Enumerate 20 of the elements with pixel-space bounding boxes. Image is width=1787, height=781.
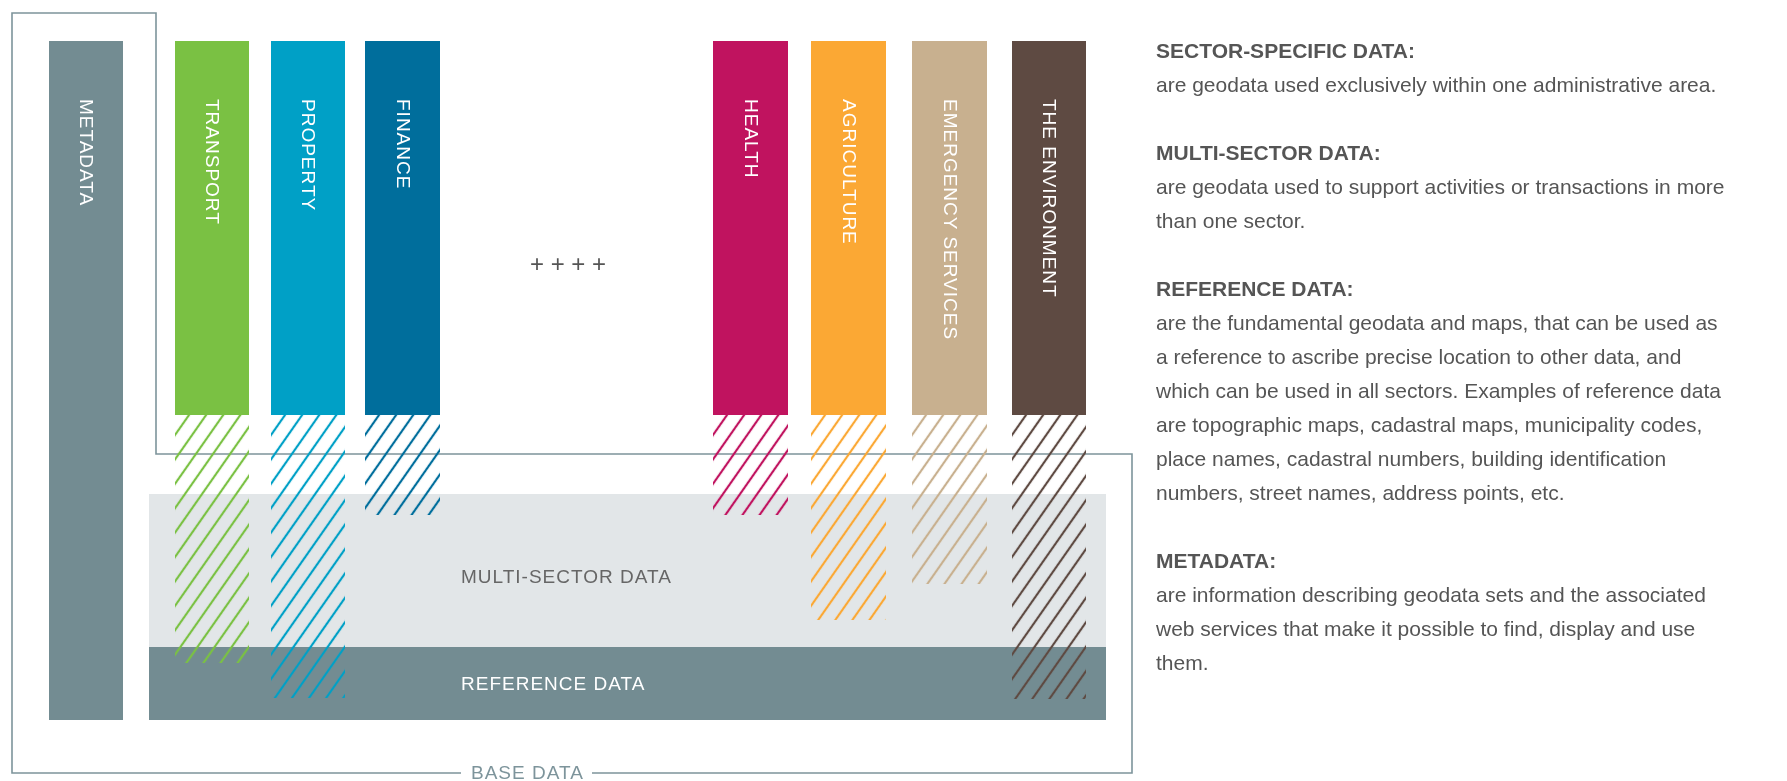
definition-heading: SECTOR-SPECIFIC DATA:: [1156, 38, 1416, 64]
definition-text: are information describing geodata sets and the associated web services that make it possible to find, display and use them.: [1156, 582, 1707, 676]
bar-label: THE ENVIRONMENT: [1038, 99, 1060, 298]
definition-heading: REFERENCE DATA:: [1156, 276, 1355, 302]
definition-text: are the fundamental geodata and maps, that can be used as a reference to ascribe precise location to other data, and which can be used in all sectors. Examples of reference data are topographic maps, cadastral maps, municipality codes, place names, cadastral numbers, building identification numbers, street names, address points, etc.: [1156, 310, 1722, 506]
bar-label: TRANSPORT: [201, 99, 223, 225]
definition-heading: MULTI-SECTOR DATA:: [1156, 140, 1382, 166]
plus-signs: + + + +: [530, 250, 607, 278]
definition-heading: METADATA:: [1156, 548, 1278, 574]
bar-label: FINANCE: [391, 99, 414, 190]
band-label: MULTI-SECTOR DATA: [461, 566, 672, 588]
band-label: REFERENCE DATA: [461, 673, 646, 695]
definition-text: are geodata used to support activities or transactions in more than one sector.: [1156, 174, 1726, 234]
bar-label: AGRICULTURE: [837, 99, 860, 245]
bar-label: PROPERTY: [297, 99, 319, 212]
bar-label: EMERGENCY SERVICES: [938, 99, 961, 341]
bar-label: METADATA: [75, 99, 97, 207]
metadata-bar: [49, 41, 123, 720]
definition-text: are geodata used exclusively within one administrative area.: [1156, 72, 1718, 98]
bar-label: HEALTH: [739, 99, 762, 179]
